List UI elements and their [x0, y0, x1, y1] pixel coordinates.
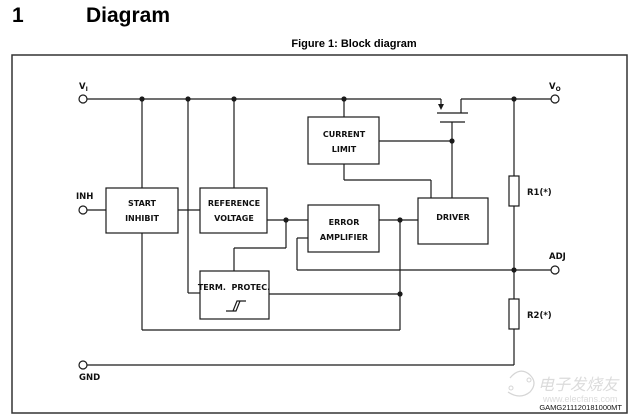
block-error-amplifier [307, 204, 380, 253]
junction-dot [341, 96, 347, 102]
junction-dot [231, 96, 237, 102]
pin-vo [550, 94, 560, 104]
section-number: 1 [12, 4, 24, 27]
figure-code: GAMG211120181000MT [539, 403, 622, 412]
current-limit-label-1: CURRENT [323, 130, 366, 139]
section-title: Diagram [86, 4, 171, 27]
block-start-inhibit [105, 187, 179, 234]
junction-dot [139, 96, 145, 102]
reference-voltage-label-1: REFERENCE [208, 199, 260, 208]
pin-vo-label: VO [549, 82, 561, 93]
arrow-icon [438, 104, 444, 110]
junction-dot [397, 291, 403, 297]
start-inhibit-label-1: START [128, 199, 157, 208]
pin-vi-label: VI [79, 82, 88, 93]
current-limit-label-2: LIMIT [332, 145, 357, 154]
junction-dot [185, 96, 191, 102]
junction-dot [511, 96, 517, 102]
pin-gnd-label: GND [79, 373, 100, 383]
error-amplifier-label-2: AMPLIFIER [320, 233, 368, 242]
pin-inh [78, 205, 88, 215]
junction-dot [449, 138, 455, 144]
junction-dot [283, 217, 289, 223]
junction-dot [397, 217, 403, 223]
pin-adj [550, 265, 560, 275]
pin-inh-label: INH [76, 192, 93, 202]
pin-vi [78, 94, 88, 104]
resistor-r1 [508, 175, 520, 207]
term-protec-label: TERM. PROTEC. [198, 283, 270, 292]
watermark: 电子发烧友 www.elecfans.com [507, 370, 620, 404]
block-current-limit [307, 116, 380, 165]
driver-label: DRIVER [436, 213, 470, 222]
diagram-frame [11, 54, 628, 414]
block-term-protec [199, 270, 270, 320]
pin-gnd [78, 360, 88, 370]
start-inhibit-label-2: INHIBIT [125, 214, 159, 223]
pin-adj-label: ADJ [549, 252, 566, 262]
figure-caption: Figure 1: Block diagram [291, 38, 417, 50]
r1-label: R1(*) [527, 188, 552, 198]
watermark-logo-icon [507, 370, 535, 397]
hysteresis-icon [226, 300, 246, 312]
reference-voltage-label-2: VOLTAGE [214, 214, 254, 223]
r2-label: R2(*) [527, 311, 552, 321]
junction-dot [511, 267, 517, 273]
watermark-text: 电子发烧友 [538, 376, 620, 394]
block-reference-voltage [199, 187, 268, 234]
block-driver [417, 197, 489, 245]
watermark-url: www.elecfans.com [542, 394, 618, 404]
resistor-r2 [508, 298, 520, 330]
error-amplifier-label-1: ERROR [329, 218, 360, 227]
